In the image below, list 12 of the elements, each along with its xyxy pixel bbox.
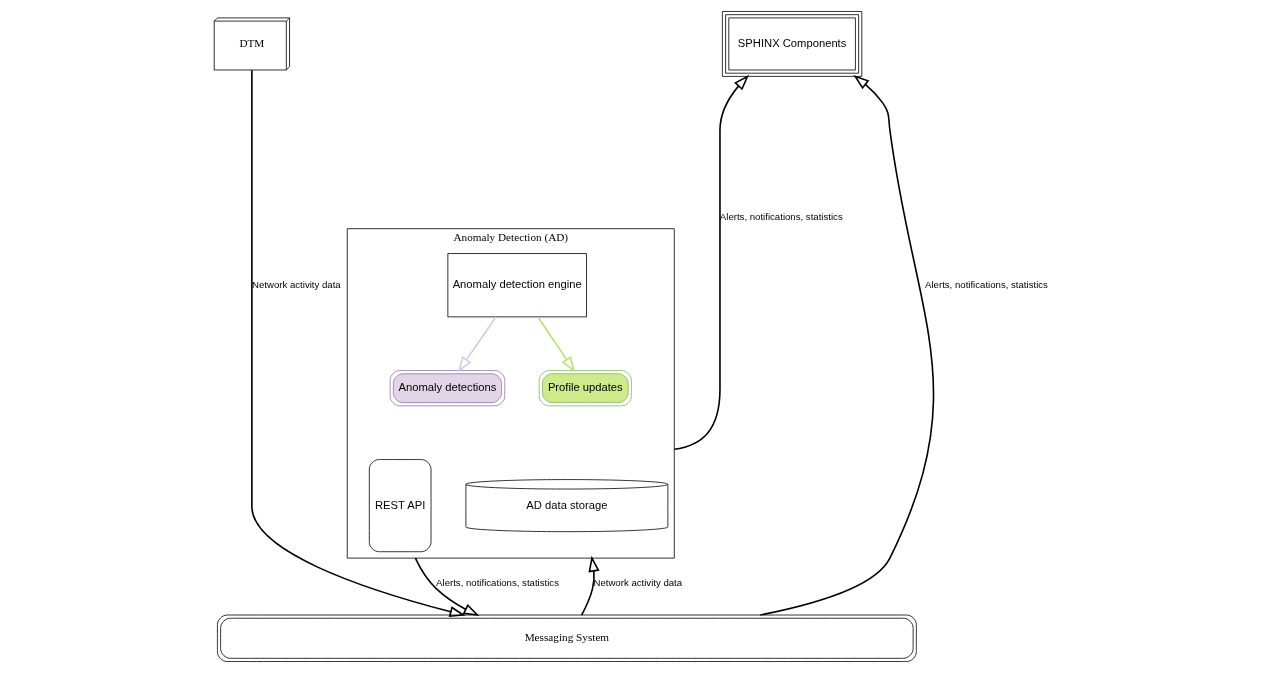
arrow <box>457 316 497 373</box>
edge-label: Alerts, notifications, statistics <box>436 576 559 588</box>
arrow <box>580 555 600 616</box>
edge-label: Alerts, notifications, statistics <box>925 278 1048 290</box>
arrow <box>537 316 576 373</box>
node-box: Anomaly detection engine <box>447 253 587 318</box>
edge-label: Network activity data <box>593 576 683 588</box>
arrow <box>414 557 480 617</box>
arrow <box>251 69 466 618</box>
arrow <box>759 74 935 616</box>
arrow <box>673 74 750 451</box>
node-box: REST API <box>368 459 432 553</box>
